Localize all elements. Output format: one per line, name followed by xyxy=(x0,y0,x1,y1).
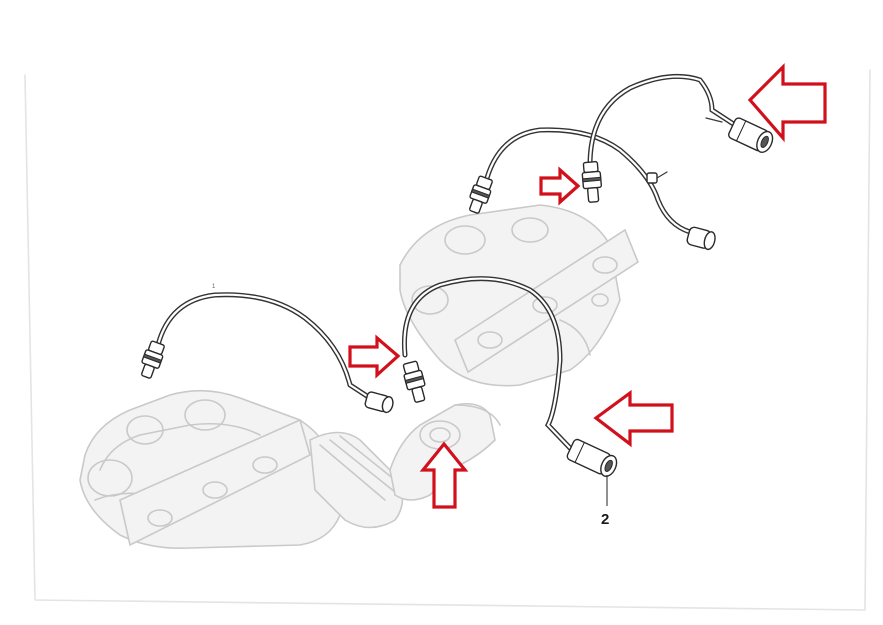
oxygen-sensor-left: 1 xyxy=(141,284,394,414)
mounting-bolt xyxy=(646,171,668,184)
oxygen-sensor-upper-left xyxy=(469,127,716,251)
highlight-arrow-connector xyxy=(593,389,674,448)
background-frame xyxy=(24,69,871,611)
highlight-arrow-top-right xyxy=(747,63,827,143)
highlight-arrow-downpipe xyxy=(419,441,469,509)
exhaust-manifold-front xyxy=(79,389,501,550)
highlight-arrow-center xyxy=(348,334,401,379)
highlight-arrow-upper-center xyxy=(539,166,581,206)
oxygen-sensor-upper-right xyxy=(581,73,774,203)
callout-number: 2 xyxy=(601,511,609,528)
sensor-connector-plug xyxy=(566,438,618,478)
oxygen-sensor-center: 2 xyxy=(401,276,618,528)
exhaust-manifold-rear xyxy=(399,204,639,387)
svg-text:1: 1 xyxy=(212,284,216,290)
